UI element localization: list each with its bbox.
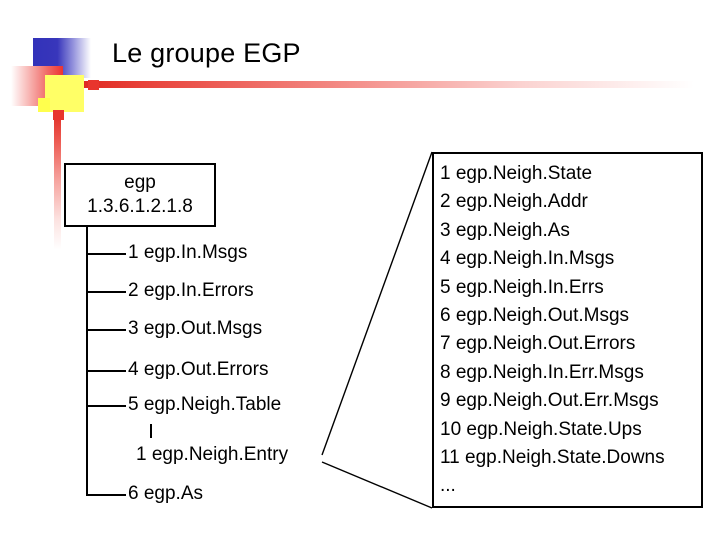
list-item: 8 egp.Neigh.In.Err.Msgs (440, 361, 644, 383)
egp-root-node: egp 1.3.6.1.2.1.8 (64, 163, 216, 227)
tree-leaf-2: 2 egp.In.Errors (128, 280, 254, 301)
tree-leaf-1: 1 egp.In.Msgs (128, 242, 248, 263)
list-item: 3 egp.Neigh.As (440, 219, 570, 241)
list-item: 9 egp.Neigh.Out.Err.Msgs (440, 390, 659, 412)
list-item: ... (440, 475, 456, 497)
list-item: 5 egp.Neigh.In.Errs (440, 276, 604, 298)
connector-line-bottom (321, 461, 433, 509)
list-item: 1 egp.Neigh.State (440, 163, 593, 184)
tree-leaf-3: 3 egp.Out.Msgs (128, 318, 263, 339)
tree-leaf-5: 5 egp.Neigh.Table (128, 394, 282, 415)
list-item: 10 egp.Neigh.State.Ups (440, 418, 642, 440)
list-item: 2 egp.Neigh.Addr (440, 191, 588, 213)
tree-branch-5 (86, 405, 126, 407)
tree-trunk-line (86, 227, 88, 495)
tree-leaf-6: 6 egp.As (128, 483, 203, 504)
neigh-entry-list: 1 egp.Neigh.State 2 egp.Neigh.Addr 3 egp… (440, 160, 701, 501)
tree-leaf-4: 4 egp.Out.Errors (128, 359, 269, 380)
tree-sub-leaf-neigh-entry: 1 egp.Neigh.Entry (136, 444, 289, 465)
egp-root-name: egp (124, 172, 156, 193)
tree-branch-4 (86, 370, 126, 372)
list-item: 4 egp.Neigh.In.Msgs (440, 248, 615, 270)
tree-branch-6 (86, 494, 126, 496)
list-item: 6 egp.Neigh.Out.Msgs (440, 305, 630, 327)
egp-neigh-entry-detail-box: 1 egp.Neigh.State 2 egp.Neigh.Addr 3 egp… (432, 152, 703, 508)
tree-sub-tick (150, 424, 152, 438)
egp-root-oid: 1.3.6.1.2.1.8 (87, 196, 193, 217)
tree-branch-3 (86, 329, 126, 331)
tree-branch-2 (86, 291, 126, 293)
tree-branch-1 (86, 253, 126, 255)
page-title: Le groupe EGP (112, 38, 301, 68)
list-item: 11 egp.Neigh.State.Downs (440, 447, 665, 469)
egp-mib-tree: egp 1.3.6.1.2.1.8 1 egp.In.Msgs 2 egp.In… (64, 163, 289, 504)
list-item: 7 egp.Neigh.Out.Errors (440, 333, 636, 355)
connector-line-top (321, 151, 433, 456)
